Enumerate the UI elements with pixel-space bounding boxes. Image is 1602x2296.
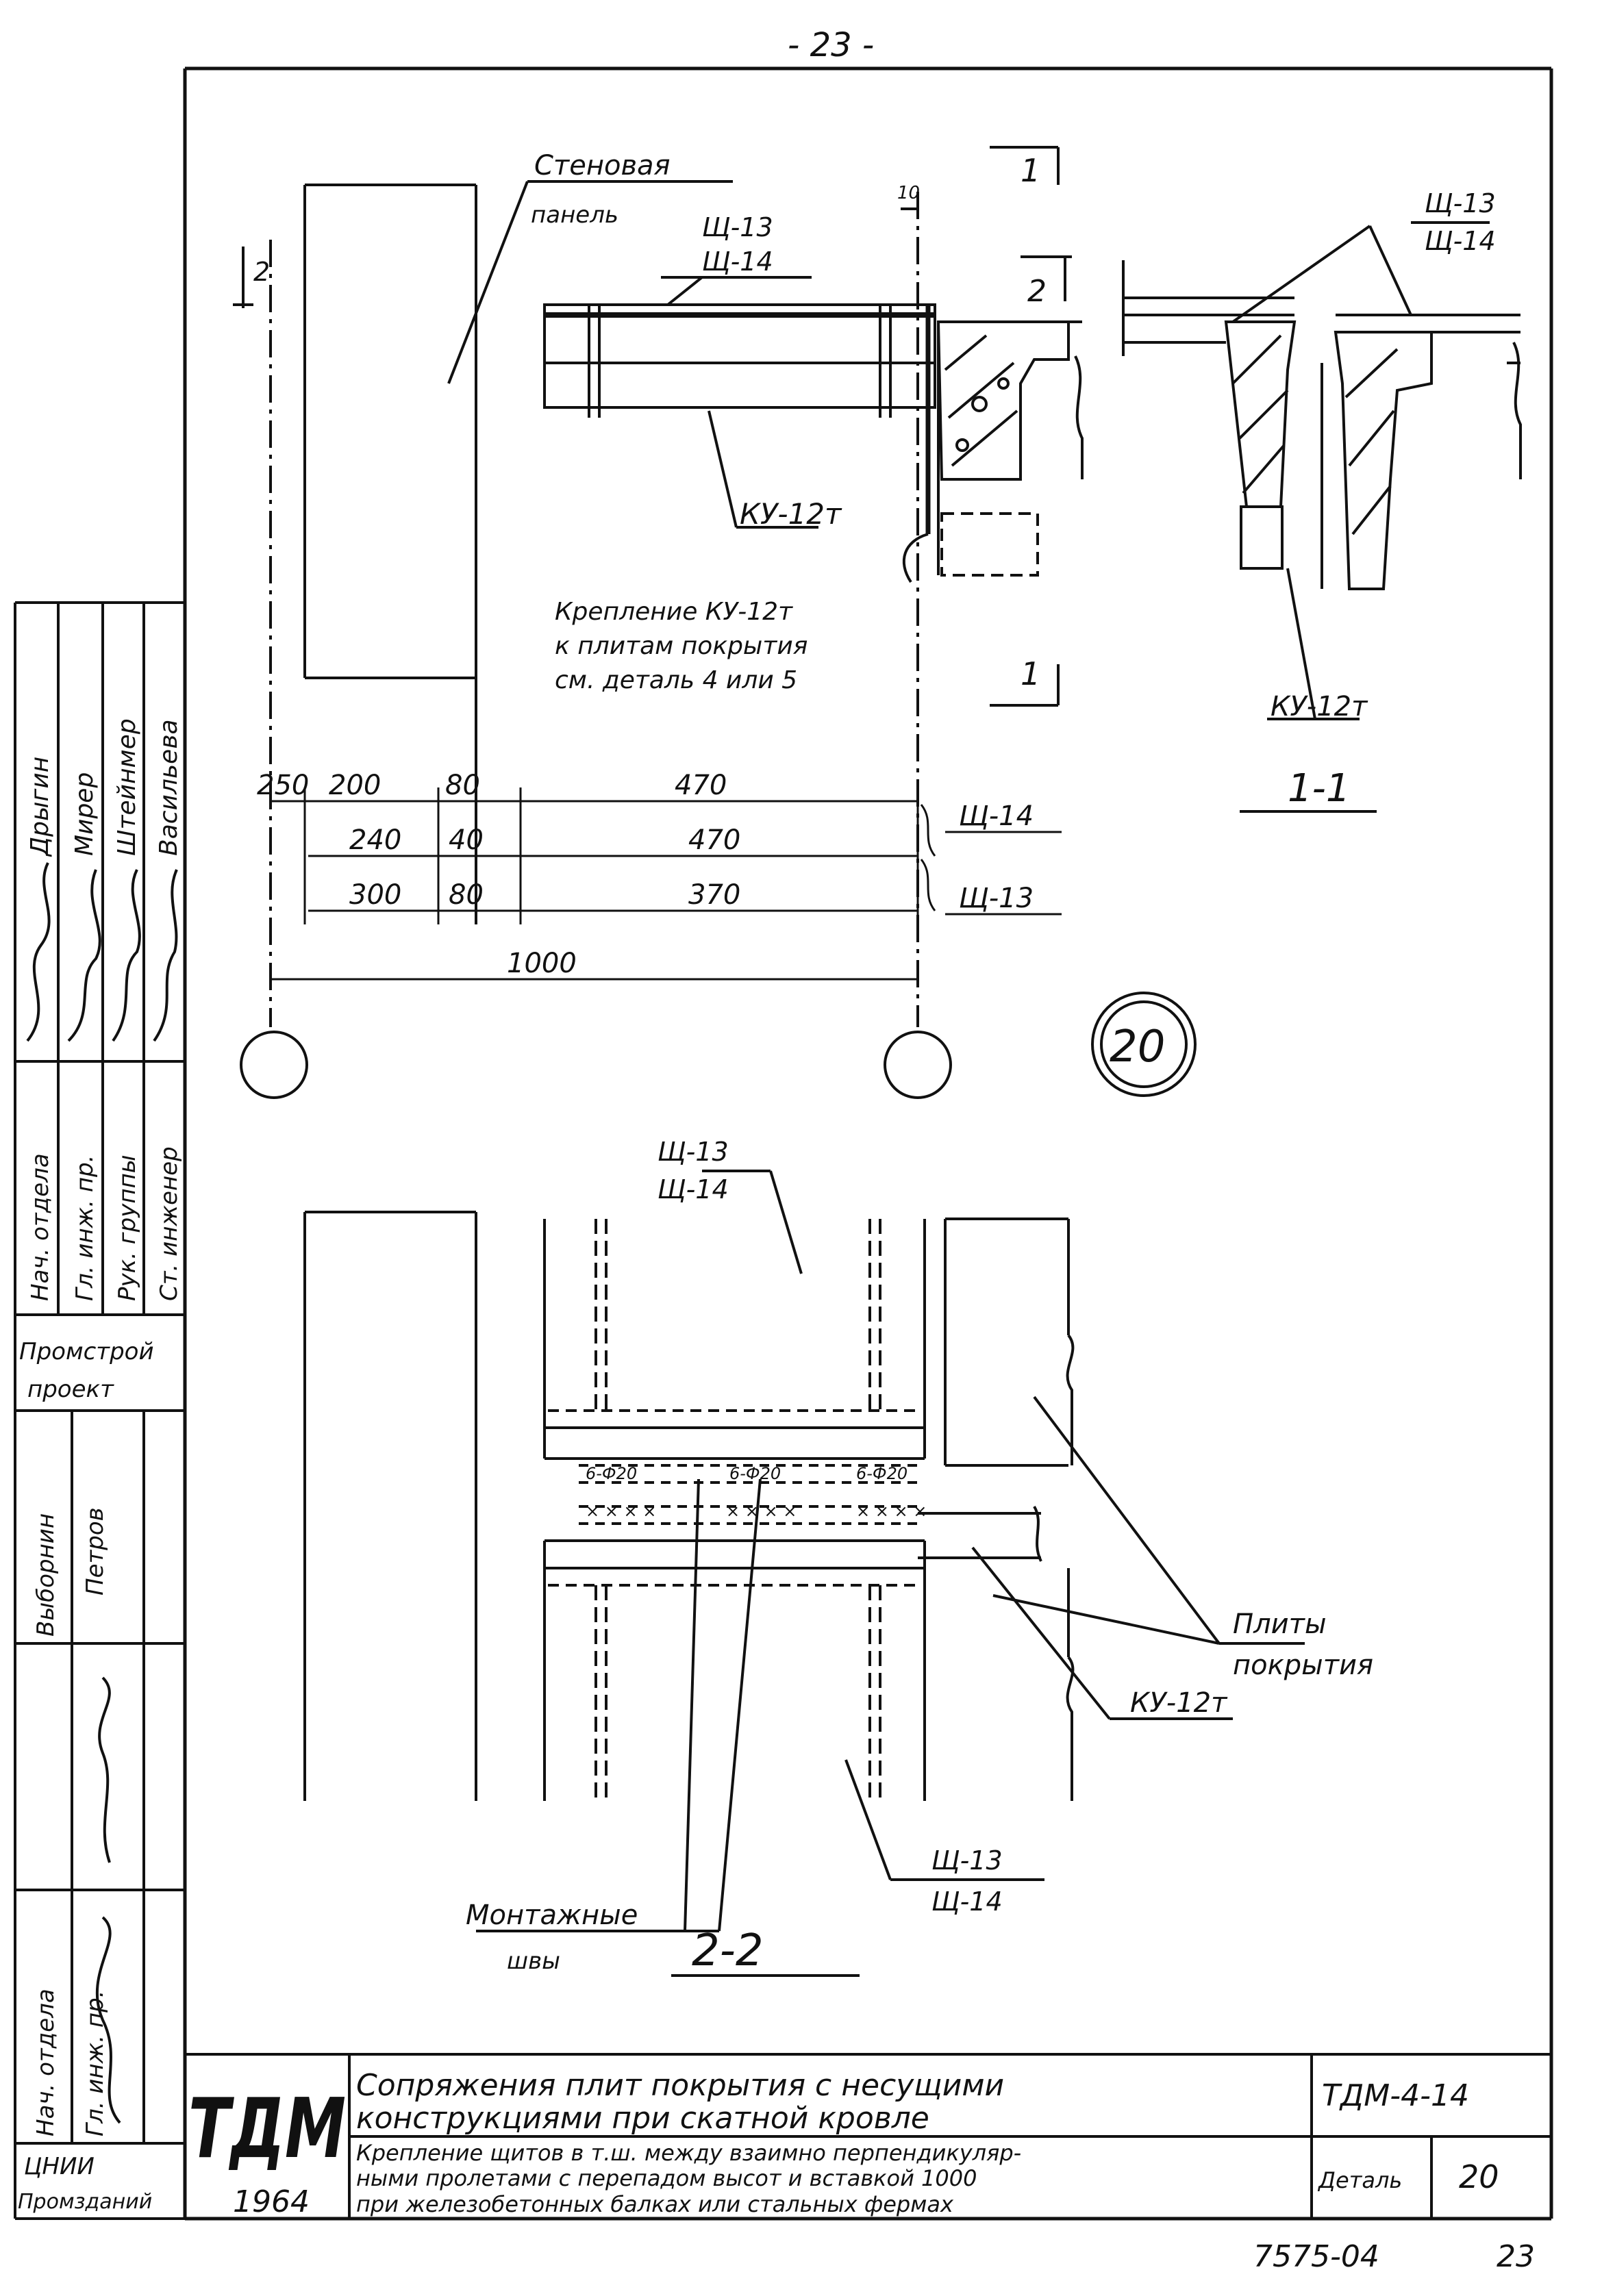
- fastening-note-2: к плитам покрытия: [555, 632, 808, 660]
- section-2-2: [303, 1170, 1305, 1977]
- side-role-6: Петров: [82, 1507, 109, 1595]
- subtitle-line-3: при железобетонных балках или стальных ф…: [356, 2191, 954, 2217]
- weld-marks: × × × × × × × × × × × ×: [586, 1502, 927, 1521]
- shield-bottom-upper: Щ-14: [702, 247, 773, 277]
- dim-row1-c: 80: [445, 770, 480, 801]
- title-block: [14, 2053, 1551, 2220]
- subtitle-line-1: Крепление щитов в т.ш. между взаимно пер…: [356, 2140, 1021, 2166]
- dim-row2-c: 470: [688, 824, 740, 856]
- bolt-label-2: 6-Ф20: [729, 1464, 781, 1483]
- detail-number: 20: [1459, 2158, 1499, 2195]
- sheet-code: 7575-04: [1253, 2239, 1379, 2274]
- detail-badge: 20: [1110, 1022, 1165, 1072]
- plates-label-1: Плиты: [1233, 1609, 1327, 1640]
- shield-top-sec11: Щ-13: [1425, 188, 1496, 218]
- section-1-1: [1122, 221, 1522, 813]
- side-role-7: Нач. отдела: [32, 1989, 60, 2136]
- detail-label: Деталь: [1317, 2167, 1402, 2193]
- dim-total: 1000: [507, 948, 577, 979]
- axis-markers: [240, 992, 1197, 1099]
- dim-row3-a: 300: [349, 879, 401, 911]
- side-role-1: Нач. отдела: [27, 1153, 54, 1301]
- ku-label-upper: КУ-12т: [740, 497, 842, 531]
- shield-top-plan: Щ-13: [658, 1137, 729, 1167]
- side-role-2: Гл. инж. пр.: [71, 1155, 99, 1301]
- shield-bottom-plan: Щ-14: [658, 1174, 729, 1204]
- subtitle-line-2: ными пролетами с перепадом высот и встав…: [356, 2165, 977, 2191]
- year: 1964: [233, 2184, 310, 2219]
- wall-panel-label-1: Стеновая: [534, 150, 671, 181]
- promzdaniy-label: Промзданий: [18, 2190, 152, 2214]
- side-sign-2: Мирер: [71, 772, 99, 856]
- dim-row3-tag: Щ-13: [959, 883, 1034, 914]
- dim-row1-d: 470: [675, 770, 727, 801]
- side-role-8: Гл. инж. пр.: [82, 1991, 109, 2136]
- signatures: [26, 862, 178, 2124]
- side-role-4: Ст. инженер: [155, 1146, 183, 1301]
- bolt-label-3: 6-Ф20: [856, 1464, 908, 1483]
- sheet-number: 23: [1497, 2239, 1535, 2274]
- section-2-2-title: 2-2: [692, 1926, 764, 1976]
- upper-plan-texts: Стеновая панель Щ-13 Щ-14 2 2 1 1 10 КУ-…: [253, 150, 1047, 694]
- mounting-seams-1: Монтажные: [466, 1900, 638, 1931]
- upper-plan: [233, 146, 1084, 1027]
- weld-mark: × × × ×: [726, 1502, 797, 1521]
- side-org-1: Промстрой: [19, 1338, 154, 1365]
- tdm-logo: ТДМ: [188, 2082, 346, 2177]
- dimension-texts: 250 200 80 470 Щ-14 240 40 470 300 80 37…: [257, 770, 1034, 979]
- cnii-label: ЦНИИ: [24, 2153, 95, 2180]
- shield-top-upper: Щ-13: [702, 212, 773, 242]
- mounting-seams-2: швы: [507, 1947, 560, 1975]
- section-1-1-title: 1-1: [1288, 766, 1350, 811]
- fastening-note-3: см. деталь 4 или 5: [555, 666, 797, 694]
- side-org-2: проект: [27, 1376, 114, 1403]
- fastening-note-1: Крепление КУ-12т: [555, 598, 793, 626]
- dimension-block: [271, 787, 1062, 981]
- plates-label-2: покрытия: [1233, 1650, 1373, 1681]
- ku-label-sec11: КУ-12т: [1271, 691, 1368, 722]
- dim-row1-a: 250: [257, 770, 309, 801]
- side-stamp-texts: Нач. отдела Гл. инж. пр. Рук. группы Ст.…: [19, 718, 183, 2136]
- ku-label-plan: КУ-12т: [1130, 1687, 1228, 1719]
- weld-mark: × × × ×: [586, 1502, 656, 1521]
- section-mark-2-right: 2: [1027, 274, 1047, 309]
- shield-bottom-sec22: Щ-14: [931, 1887, 1003, 1917]
- side-role-5: Выборнин: [32, 1513, 60, 1637]
- section-2-2-texts: Щ-13 Щ-14 6-Ф20 6-Ф20 6-Ф20 Плиты покрыт…: [466, 1137, 1373, 1976]
- wall-panel-label-2: панель: [531, 201, 618, 229]
- side-stamp: [14, 601, 185, 2219]
- dim-row3-b: 80: [449, 879, 484, 911]
- page-number: - 23 -: [788, 26, 874, 64]
- title-block-texts: ЦНИИ Промзданий ТДМ 1964 Сопряжения плит…: [18, 2068, 1535, 2274]
- title-line-2: конструкциями при скатной кровле: [356, 2101, 929, 2136]
- title-line-1: Сопряжения плит покрытия с несущими: [356, 2068, 1004, 2103]
- sheet-frame: [183, 66, 1553, 2221]
- section-mark-2-left: 2: [253, 257, 270, 287]
- shield-bottom-sec11: Щ-14: [1425, 226, 1496, 256]
- weld-mark: × × × ×: [856, 1502, 927, 1521]
- drawing-code: ТДМ-4-14: [1322, 2078, 1469, 2113]
- gap-dimension: 10: [897, 183, 920, 203]
- side-sign-4: Васильева: [155, 719, 183, 856]
- dim-row2-a: 240: [349, 824, 401, 856]
- side-sign-3: Штейнмер: [113, 718, 141, 856]
- section-mark-1-bottom: 1: [1021, 655, 1040, 692]
- section-1-1-texts: Щ-13 Щ-14 КУ-12т 1-1: [1271, 188, 1496, 811]
- dim-row1-b: 200: [329, 770, 381, 801]
- side-sign-1: Дрыгин: [26, 757, 54, 857]
- section-mark-1-top: 1: [1021, 152, 1040, 189]
- dim-row3-c: 370: [688, 879, 740, 911]
- bolt-label-1: 6-Ф20: [586, 1464, 637, 1483]
- dim-row2-b: 40: [449, 824, 484, 856]
- side-role-3: Рук. группы: [114, 1155, 141, 1301]
- shield-top-sec22: Щ-13: [931, 1845, 1003, 1876]
- dim-row1-tag: Щ-14: [959, 800, 1034, 832]
